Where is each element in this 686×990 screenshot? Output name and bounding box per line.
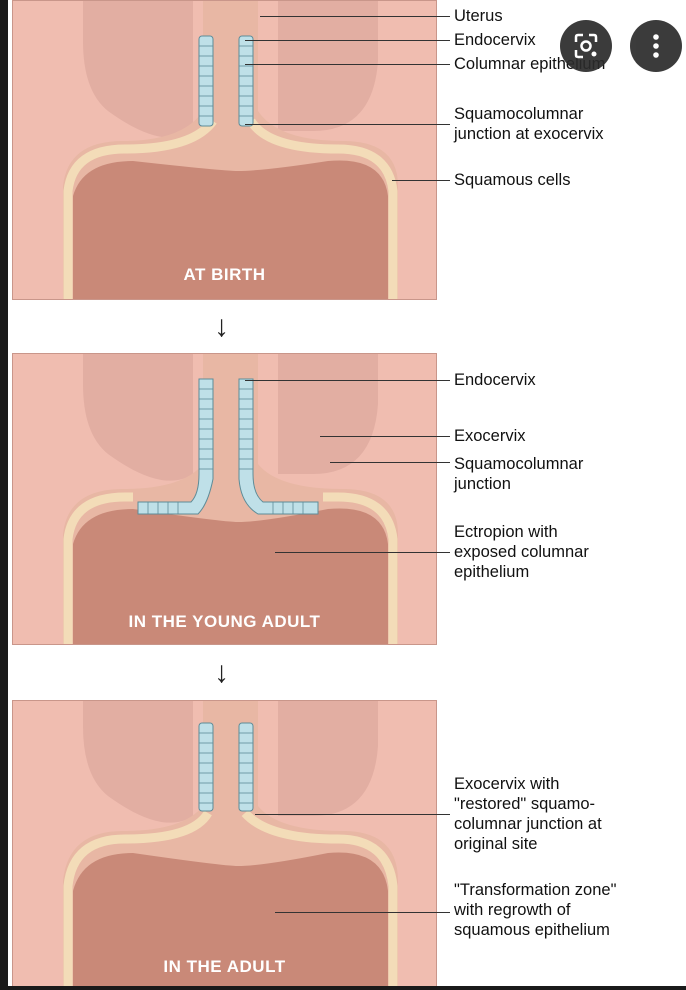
lens-search-button[interactable] [560,20,612,72]
leader-line [245,40,450,41]
panel-caption: IN THE ADULT [163,957,286,976]
down-arrow-icon: ↓ [214,656,229,689]
leader-line [245,124,450,125]
left-edge-bar [0,0,8,990]
label-squamocolumnar-junction: Squamocolumnar junction [454,455,584,493]
label-exocervix: Exocervix [454,427,526,445]
label-endocervix: Endocervix [454,31,536,49]
leader-line [275,552,450,553]
leader-line [260,16,450,17]
cervix-illustration-young-adult [63,354,398,644]
label-squamocolumnar-junction-exocervix: Squamocolumnar junction at exocervix [454,105,604,143]
more-options-button[interactable] [630,20,682,72]
cervix-illustration-adult [63,701,398,987]
cervix-illustration-at-birth [63,1,398,299]
label-endocervix: Endocervix [454,371,536,389]
panel-caption: IN THE YOUNG ADULT [128,612,321,631]
leader-line [245,380,450,381]
label-exocervix-restored: Exocervix with "restored" squamo- column… [454,775,602,853]
leader-line [330,462,450,463]
leader-line [255,814,450,815]
panel-caption: AT BIRTH [183,265,266,284]
down-arrow-icon: ↓ [214,310,229,343]
more-vertical-icon [653,34,659,58]
leader-line [392,180,450,181]
panel-adult: IN THE ADULT [12,700,437,988]
panel-young-adult: IN THE YOUNG ADULT [12,353,437,645]
leader-line [245,64,450,65]
leader-line [320,436,450,437]
bottom-edge-bar [0,986,686,990]
lens-search-icon [574,33,598,59]
label-uterus: Uterus [454,7,503,25]
leader-line [275,912,450,913]
panel-at-birth: AT BIRTH [12,0,437,300]
label-ectropion: Ectropion with exposed columnar epitheli… [454,523,589,581]
label-transformation-zone: "Transformation zone" with regrowth of s… [454,881,617,939]
label-squamous-cells: Squamous cells [454,171,571,189]
